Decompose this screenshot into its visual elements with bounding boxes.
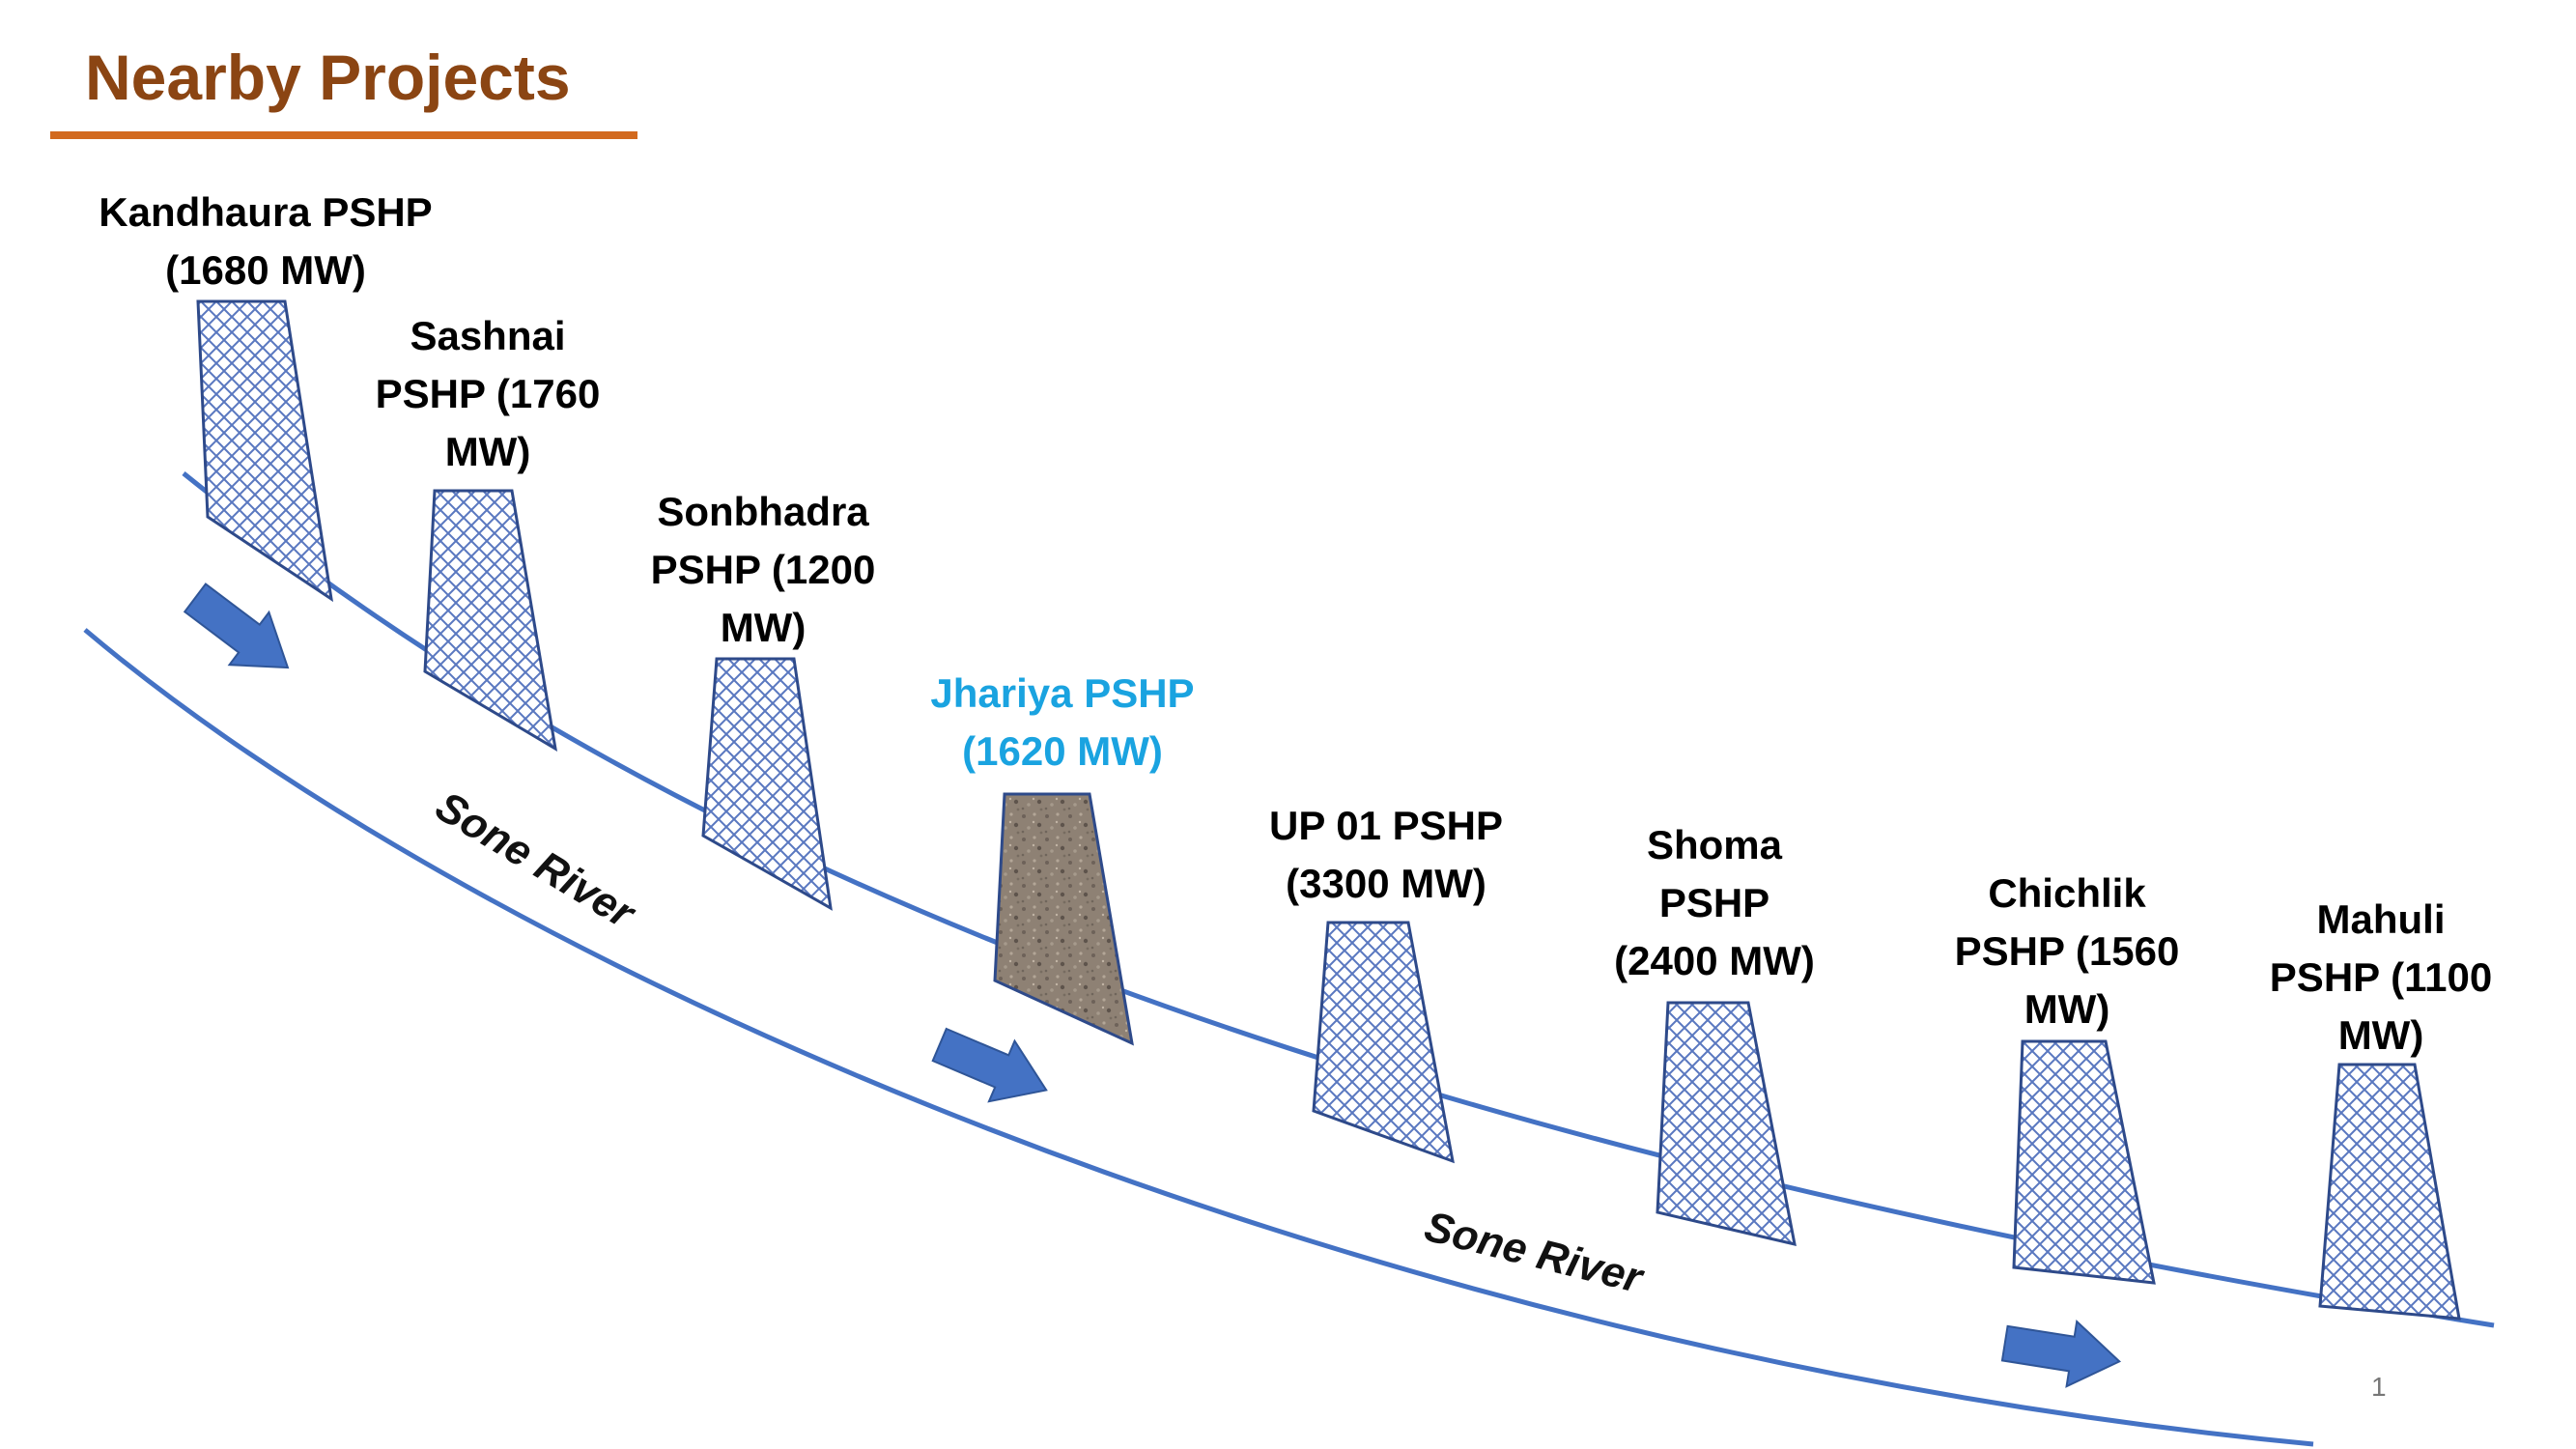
river-upper-bank: [182, 471, 2495, 1328]
project-label-sonbhadra: Sonbhadra PSHP (1200 MW): [623, 483, 903, 657]
dam-up01: [1312, 921, 1455, 1164]
project-label-line: Jhariya PSHP: [930, 670, 1195, 716]
project-label-line: PSHP (1560: [1954, 928, 2180, 974]
project-label-shoma: Shoma PSHP (2400 MW): [1536, 816, 1893, 990]
dam-jhariya: [993, 792, 1134, 1046]
project-label-line: PSHP (1760: [375, 371, 601, 416]
dam-shoma: [1656, 1001, 1797, 1246]
project-label-line: UP 01 PSHP: [1268, 803, 1503, 848]
project-label-line: PSHP (1200: [650, 547, 876, 592]
project-label-line: MW): [444, 429, 531, 474]
flow-arrow: [183, 582, 290, 669]
project-label-line: (2400 MW): [1614, 938, 1815, 983]
flow-arrow: [931, 1027, 1048, 1103]
project-label-line: Kandhaura PSHP: [99, 189, 433, 235]
dam-sashnai: [423, 489, 558, 752]
page-title: Nearby Projects: [85, 42, 571, 113]
project-label-line: Shoma: [1646, 822, 1783, 867]
dam-chichlik: [2012, 1039, 2156, 1285]
dam-mahuli: [2318, 1063, 2461, 1321]
page-number: 1: [2371, 1372, 2387, 1402]
dam-kandhaura: [196, 299, 334, 603]
project-label-line: MW): [2024, 986, 2110, 1032]
project-label-sashnai: Sashnai PSHP (1760 MW): [348, 307, 628, 481]
project-label-line: Mahuli: [2316, 896, 2446, 942]
project-label-line: MW): [2337, 1012, 2424, 1058]
project-label-chichlik: Chichlik PSHP (1560 MW): [1927, 865, 2207, 1038]
project-label-jhariya: Jhariya PSHP (1620 MW): [869, 665, 1256, 781]
river-lower-bank: [83, 628, 2314, 1447]
project-label-line: (3300 MW): [1286, 861, 1486, 906]
flow-arrow: [2000, 1319, 2122, 1388]
project-label-line: PSHP (1100: [2269, 954, 2493, 1000]
project-label-line: (1620 MW): [962, 728, 1163, 774]
project-label-line: Sashnai: [410, 313, 566, 358]
dam-sonbhadra: [701, 657, 833, 911]
project-label-line: Chichlik: [1988, 870, 2146, 916]
project-label-mahuli: Mahuli PSHP (1100 MW): [2241, 891, 2521, 1065]
project-label-line: MW): [720, 605, 807, 650]
project-label-line: PSHP: [1658, 880, 1770, 925]
project-label-up01: UP 01 PSHP (3300 MW): [1198, 797, 1574, 913]
project-label-kandhaura: Kandhaura PSHP (1680 MW): [58, 184, 473, 299]
project-label-line: Sonbhadra: [657, 489, 869, 534]
title-underline: [50, 131, 637, 139]
project-label-line: (1680 MW): [165, 247, 366, 293]
